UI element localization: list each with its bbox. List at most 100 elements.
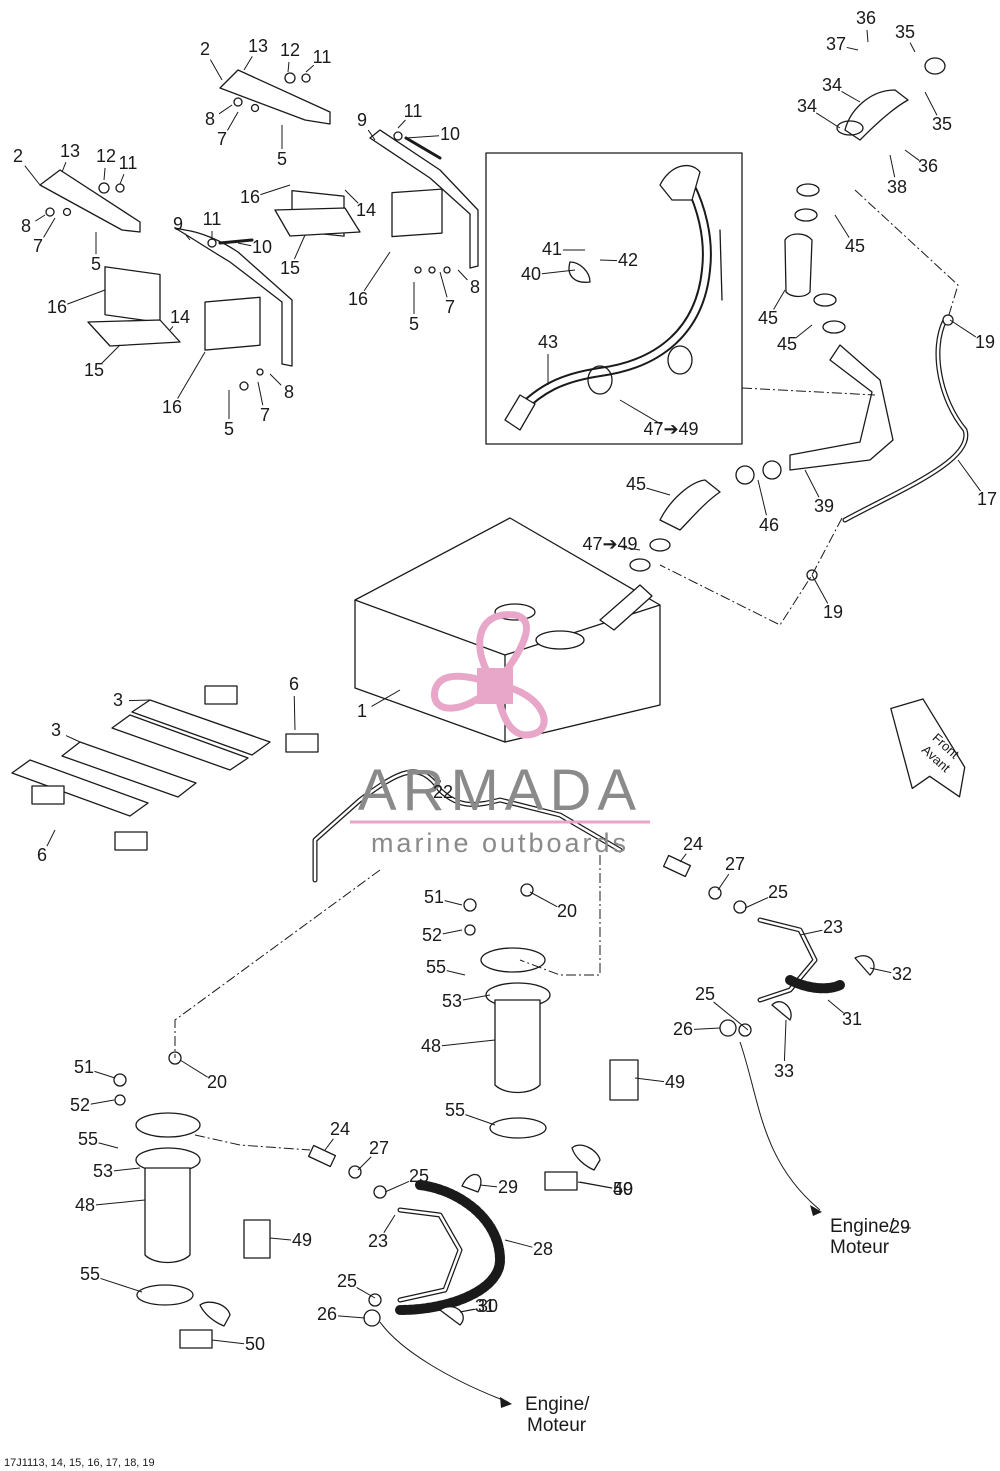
- leader-98: [100, 1277, 143, 1293]
- callout-54: 26: [317, 1304, 337, 1324]
- leader-33: [293, 234, 306, 260]
- leader-9: [293, 695, 296, 731]
- callout-51: 25: [337, 1271, 357, 1291]
- callout-62: 31: [842, 1009, 862, 1029]
- leader-24: [119, 174, 125, 185]
- leader-10: [46, 829, 56, 847]
- callout-60: 30: [478, 1296, 498, 1316]
- leader-2: [24, 165, 41, 186]
- small-hardware: [113, 883, 875, 1327]
- fuel-lines: [307, 769, 845, 1315]
- watermark-brand: ARMADA: [358, 758, 642, 823]
- fuel-pump-right: [480, 947, 639, 1191]
- engine-route-lines: [379, 1041, 821, 1403]
- callout-17: 8: [284, 382, 294, 402]
- callout-23: 11: [404, 101, 423, 121]
- callout-98: 55: [80, 1264, 100, 1284]
- callout-29: 13: [248, 36, 268, 56]
- callout-41: 19: [823, 602, 843, 622]
- callout-6: 5: [91, 254, 101, 274]
- leader-90: [211, 1339, 245, 1345]
- callout-13: 7: [260, 405, 270, 425]
- callout-25: 11: [203, 209, 222, 229]
- callout-58: 29: [890, 1217, 910, 1237]
- leader-4: [65, 735, 81, 743]
- callout-10: 6: [37, 845, 47, 865]
- leader-71: [846, 46, 859, 51]
- leader-65: [841, 91, 861, 103]
- leader-88: [269, 1237, 292, 1241]
- callout-35: 16: [240, 187, 260, 207]
- leader-47: [679, 853, 687, 863]
- callout-18: 8: [470, 277, 480, 297]
- leader-16: [35, 214, 46, 222]
- leader-72: [889, 154, 896, 178]
- leader-70: [904, 149, 920, 161]
- leader-82: [757, 479, 767, 516]
- callout-64: 33: [774, 1061, 794, 1081]
- engine-arrow-upper: [810, 1205, 822, 1216]
- callout-86: 48: [75, 1195, 95, 1215]
- callout-99: 55: [445, 1100, 465, 1120]
- leader-68: [924, 91, 938, 116]
- callout-7: 5: [224, 419, 234, 439]
- callout-55: 27: [725, 854, 745, 874]
- callout-labels: 1223355556677778888991010111111111212131…: [13, 8, 997, 1354]
- leader-64: [783, 1019, 787, 1062]
- leader-39: [957, 459, 981, 492]
- callout-59: 29: [498, 1177, 518, 1197]
- front-direction-arrow: [890, 698, 966, 798]
- leader-45: [799, 929, 823, 936]
- leader-20: [184, 233, 191, 241]
- leader-96: [113, 1167, 141, 1172]
- callout-70: 36: [918, 156, 938, 176]
- leader-21: [405, 135, 440, 139]
- engine-label-upper-line1: Engine/: [830, 1216, 895, 1237]
- leader-78: [646, 487, 671, 496]
- fuel-tank: [354, 517, 661, 743]
- callout-32: 14: [170, 307, 190, 327]
- leader-0: [371, 689, 401, 707]
- callout-42: 20: [557, 901, 577, 921]
- callout-75: 41: [542, 239, 562, 259]
- callout-47: 24: [683, 834, 703, 854]
- leader-86: [95, 1199, 146, 1206]
- leader-101: [446, 970, 466, 976]
- callout-40: 19: [975, 332, 995, 352]
- leader-83: [620, 546, 641, 551]
- engine-label-lower-line1: Engine/: [525, 1394, 590, 1415]
- leader-35: [260, 184, 291, 196]
- callout-27: 12: [280, 40, 300, 60]
- callout-48: 24: [330, 1119, 350, 1139]
- callout-72: 38: [887, 177, 907, 197]
- leader-30: [61, 162, 67, 173]
- callout-30: 13: [60, 141, 80, 161]
- fuel-pump-left: [135, 1112, 271, 1349]
- watermark-tagline: marine outboards: [371, 828, 629, 858]
- callout-97: 53: [442, 991, 462, 1011]
- callout-33: 15: [280, 258, 300, 278]
- callout-66: 34: [797, 96, 817, 116]
- leader-87: [634, 1077, 665, 1083]
- leader-67: [909, 42, 916, 53]
- leader-62: [827, 999, 844, 1014]
- callout-74: 40: [521, 264, 541, 284]
- leader-14: [439, 271, 448, 298]
- callout-15: 8: [205, 109, 215, 129]
- leader-19: [367, 129, 376, 141]
- leader-1: [209, 59, 223, 81]
- leader-63: [869, 967, 892, 974]
- leader-40: [949, 319, 977, 338]
- callout-43: 20: [207, 1072, 227, 1092]
- callout-8: 5: [409, 314, 419, 334]
- callout-31: 14: [356, 200, 376, 220]
- callout-87: 49: [665, 1072, 685, 1092]
- leader-66: [816, 112, 841, 129]
- leader-81: [795, 324, 813, 339]
- vent-hose-inset: [485, 152, 743, 445]
- callout-5: 5: [277, 149, 287, 169]
- callout-84: 47➔49: [643, 419, 698, 439]
- leader-38: [363, 251, 391, 292]
- leader-34: [101, 344, 121, 364]
- callout-1: 2: [200, 39, 210, 59]
